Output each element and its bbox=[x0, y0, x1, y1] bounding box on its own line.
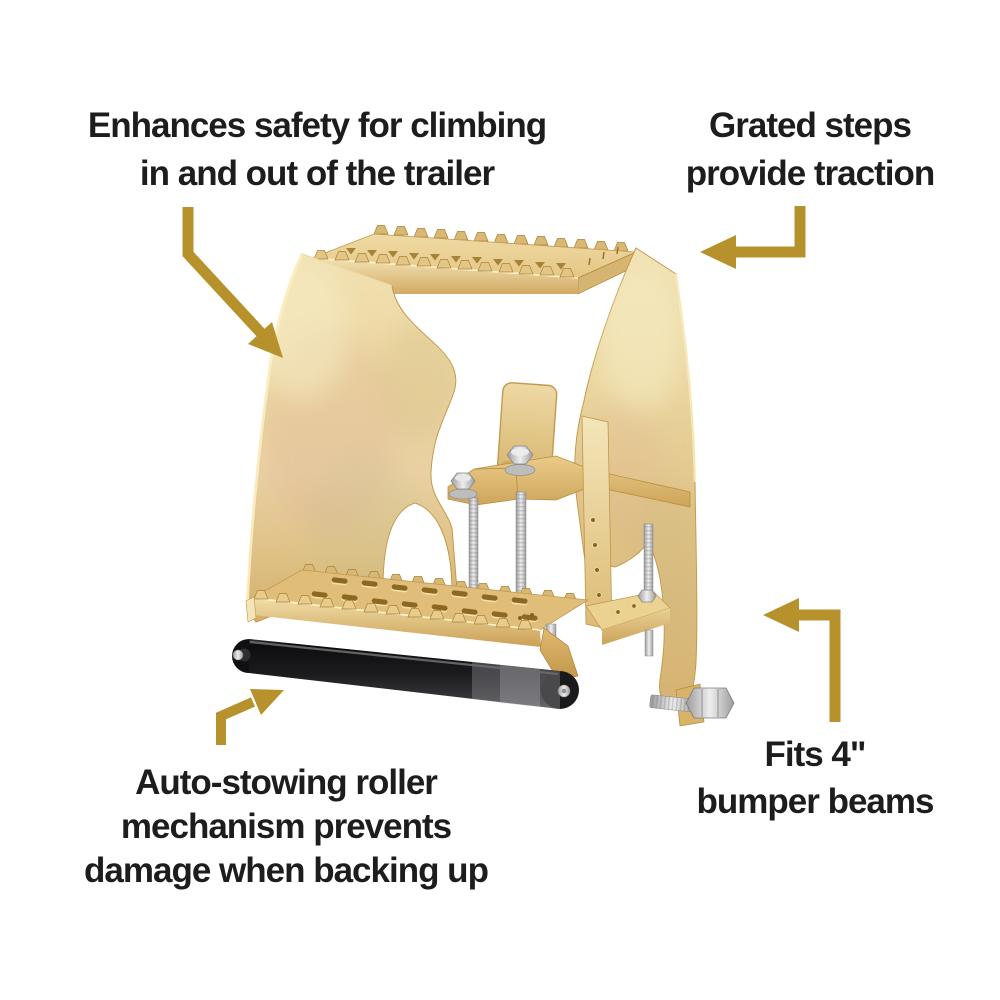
top-step-seams bbox=[588, 246, 619, 266]
threaded-rods bbox=[468, 491, 527, 601]
callout-top-right: Grated steps provide traction bbox=[634, 102, 986, 198]
mounting-bracket bbox=[447, 445, 691, 508]
callout-line: in and out of the trailer bbox=[139, 154, 495, 193]
hex-bolt bbox=[448, 472, 478, 500]
callout-line: Fits 4" bbox=[764, 735, 866, 774]
arrow-bottom-right-icon bbox=[763, 598, 841, 722]
clamp-bolt bbox=[649, 683, 735, 727]
callout-top-left: Enhances safety for climbing in and out … bbox=[28, 102, 606, 198]
callout-line: provide traction bbox=[685, 154, 935, 193]
arrow-bottom-left-icon bbox=[216, 689, 284, 745]
hex-bolt bbox=[504, 445, 536, 476]
callout-line: damage when backing up bbox=[84, 851, 489, 890]
left-side-plate bbox=[245, 253, 458, 623]
callout-line: mechanism prevents bbox=[120, 807, 452, 846]
callout-line: Auto-stowing roller bbox=[135, 763, 438, 802]
callout-arrows bbox=[182, 206, 841, 745]
callout-line: Enhances safety for climbing bbox=[87, 106, 547, 145]
arrow-top-right-icon bbox=[700, 206, 806, 269]
callout-bottom-left: Auto-stowing roller mechanism prevents d… bbox=[22, 761, 550, 893]
clamp-holes bbox=[590, 517, 602, 598]
callout-bottom-right: Fits 4" bumper beams bbox=[676, 731, 954, 825]
callout-line: Grated steps bbox=[709, 106, 912, 145]
callout-line: bumper beams bbox=[696, 782, 935, 821]
lower-step bbox=[245, 564, 590, 647]
left-plate-mottling bbox=[252, 262, 457, 600]
arrow-top-left-icon bbox=[182, 207, 283, 358]
clamp-hook bbox=[581, 415, 735, 727]
roller bbox=[232, 639, 579, 709]
